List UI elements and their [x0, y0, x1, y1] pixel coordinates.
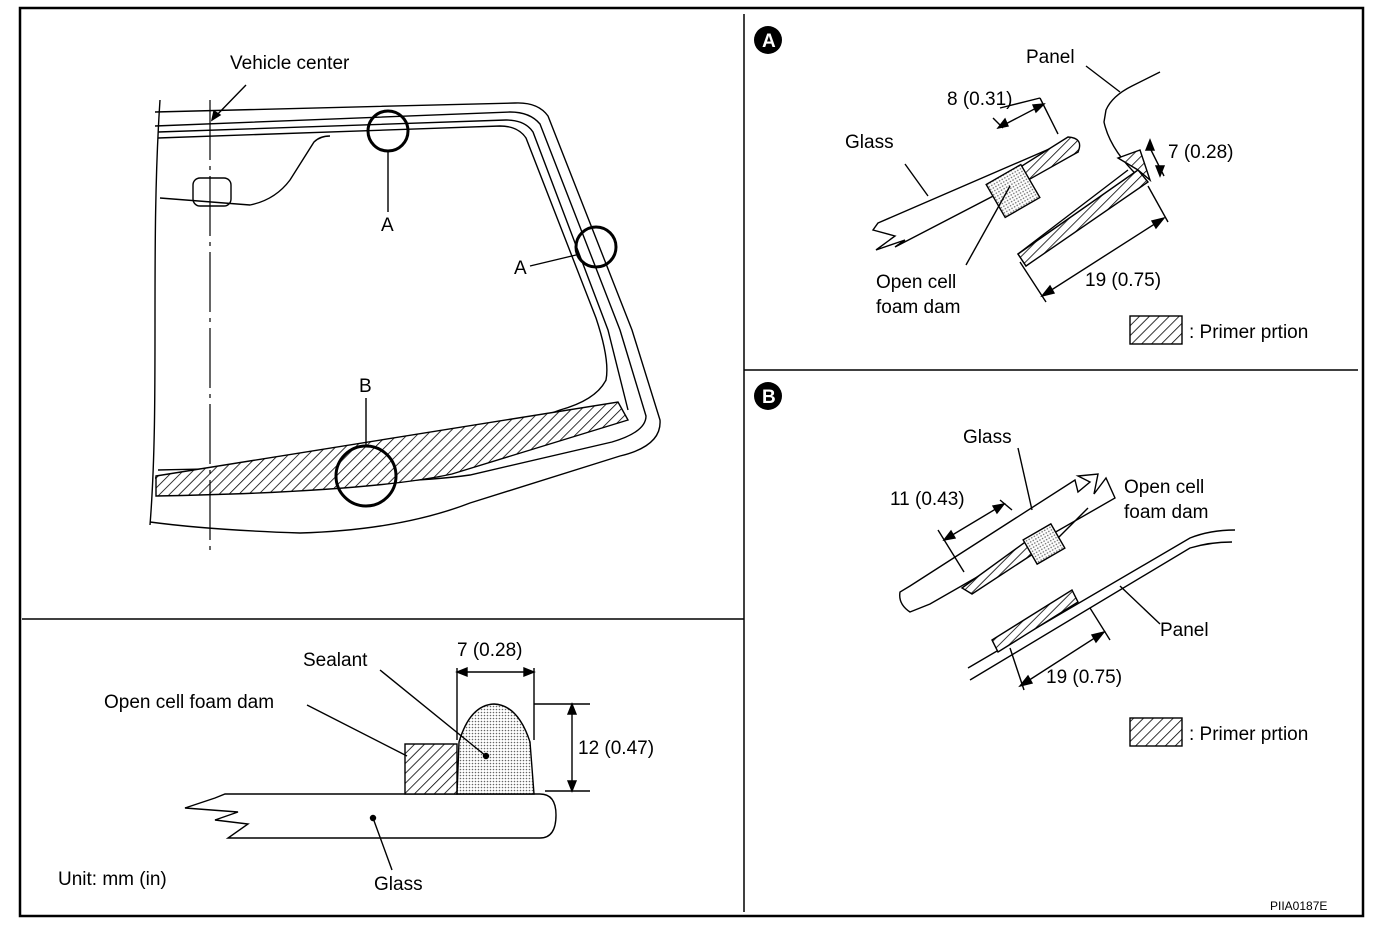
primer-legend-a: : Primer prtion [1189, 322, 1308, 343]
sealant-height-dim: 12 (0.47) [578, 738, 654, 759]
open-cell-label-b: Open cell [1124, 477, 1204, 498]
marker-b: B [359, 376, 372, 397]
section-b-detail [899, 447, 1236, 747]
glass-label-a: Glass [845, 132, 894, 153]
section-b-badge: B [762, 387, 776, 408]
section-b-badge-circle [754, 382, 782, 410]
b-width-dim: 11 (0.43) [890, 489, 965, 510]
primer-legend-b: : Primer prtion [1189, 724, 1308, 745]
unit-label: Unit: mm (in) [58, 869, 167, 890]
a-primer-len-dim: 19 (0.75) [1085, 270, 1161, 291]
panel-label-b: Panel [1160, 620, 1209, 641]
foam-dam-label-a: foam dam [876, 297, 960, 318]
b-primer-len-dim: 19 (0.75) [1046, 667, 1122, 688]
foam-dam-label: Open cell foam dam [104, 692, 274, 713]
sealant-width-dim: 7 (0.28) [457, 640, 522, 661]
glass-label-b: Glass [963, 427, 1012, 448]
marker-a-right: A [514, 258, 527, 279]
section-a-detail [871, 65, 1183, 345]
outer-frame [18, 6, 1365, 918]
sealant-section [184, 666, 590, 871]
section-a-badge-circle [754, 26, 782, 54]
open-cell-label-a: Open cell [876, 272, 956, 293]
section-a-badge: A [762, 31, 776, 52]
a-panel-edge-dim: 7 (0.28) [1168, 142, 1233, 163]
marker-a-top: A [381, 215, 394, 236]
sealant-label: Sealant [303, 650, 368, 671]
glass-label-bottom: Glass [374, 874, 423, 895]
figure-code: PIIA0187E [1270, 899, 1327, 913]
vehicle-center-label: Vehicle center [230, 53, 350, 74]
panel-label-a: Panel [1026, 47, 1075, 68]
foam-dam-label-b: foam dam [1124, 502, 1208, 523]
a-width-dim: 8 (0.31) [947, 89, 1012, 110]
windshield-overview [149, 84, 661, 555]
